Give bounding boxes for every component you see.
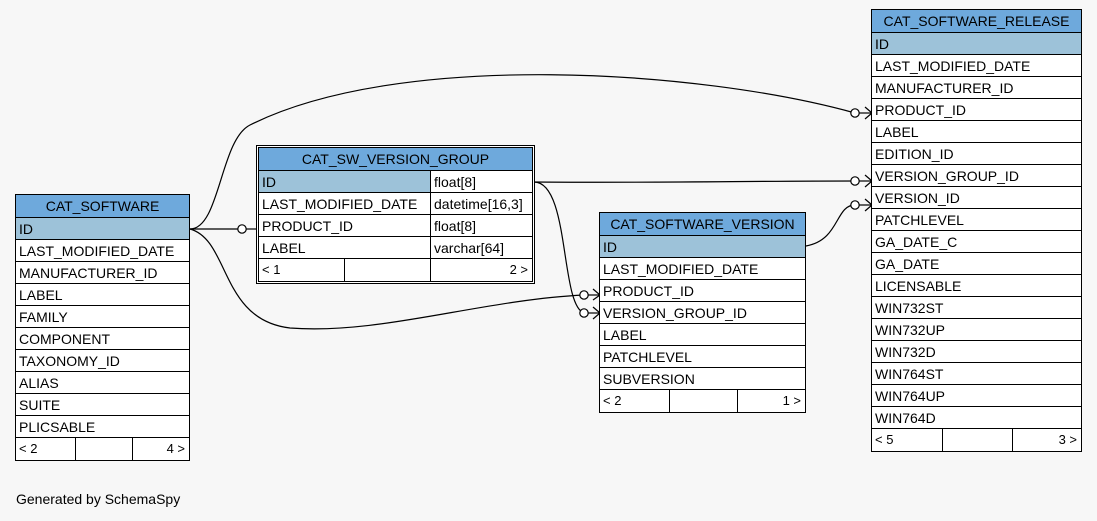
column-row[interactable]: LABEL varchar[64]	[259, 237, 532, 259]
footer-spacer	[76, 438, 133, 460]
column-name: PRODUCT_ID	[259, 215, 431, 236]
table-title[interactable]: CAT_SOFTWARE_RELEASE	[872, 10, 1081, 33]
column-type: float[8]	[434, 218, 477, 234]
table-cat-software[interactable]: CAT_SOFTWARE ID LAST_MODIFIED_DATE MANUF…	[15, 194, 190, 461]
zero-many-marker	[850, 176, 860, 186]
column-row[interactable]: PRODUCT_ID	[600, 280, 805, 302]
column-row[interactable]: LAST_MODIFIED_DATE	[872, 55, 1081, 77]
column-row[interactable]: WIN732D	[872, 341, 1081, 363]
zero-many-marker	[850, 200, 860, 210]
relation-software-to-version-product	[189, 228, 585, 330]
column-row[interactable]: ID	[872, 33, 1081, 55]
parents-count[interactable]: < 1	[259, 259, 345, 281]
table-cat-software-release[interactable]: CAT_SOFTWARE_RELEASE ID LAST_MODIFIED_DA…	[871, 9, 1082, 452]
table-footer: < 5 3 >	[872, 429, 1081, 451]
column-name: LABEL	[259, 237, 431, 258]
column-row[interactable]: VERSION_ID	[872, 187, 1081, 209]
column-row[interactable]: VERSION_GROUP_ID	[600, 302, 805, 324]
table-title[interactable]: CAT_SOFTWARE	[16, 195, 189, 218]
column-row[interactable]: LABEL	[16, 284, 189, 306]
column-row[interactable]: LAST_MODIFIED_DATE datetime[16,3]	[259, 193, 532, 215]
parents-count[interactable]: < 5	[872, 429, 943, 451]
column-row[interactable]: GA_DATE	[872, 253, 1081, 275]
relation-version-to-release-version	[805, 204, 856, 247]
children-count[interactable]: 1 >	[782, 393, 801, 408]
generator-credit: Generated by SchemaSpy	[16, 491, 181, 507]
table-title[interactable]: CAT_SOFTWARE_VERSION	[600, 213, 805, 236]
column-row[interactable]: EDITION_ID	[872, 143, 1081, 165]
column-row[interactable]: ID float[8]	[259, 171, 532, 193]
children-count[interactable]: 2 >	[509, 262, 528, 277]
zero-many-marker	[237, 224, 247, 234]
footer-spacer	[345, 259, 431, 281]
column-row[interactable]: ID	[16, 218, 189, 240]
column-row[interactable]: WIN764D	[872, 407, 1081, 429]
column-row[interactable]: PATCHLEVEL	[872, 209, 1081, 231]
table-footer: < 2 4 >	[16, 438, 189, 460]
table-title[interactable]: CAT_SW_VERSION_GROUP	[259, 148, 532, 171]
column-row[interactable]: WIN764ST	[872, 363, 1081, 385]
column-row[interactable]: FAMILY	[16, 306, 189, 328]
table-cat-sw-version-group[interactable]: CAT_SW_VERSION_GROUP ID float[8] LAST_MO…	[256, 145, 535, 284]
zero-many-marker	[579, 290, 589, 300]
column-name: ID	[259, 171, 431, 192]
column-row[interactable]: LAST_MODIFIED_DATE	[600, 258, 805, 280]
relation-group-to-version-version-group	[533, 181, 585, 314]
table-footer: < 1 2 >	[259, 259, 532, 281]
column-row[interactable]: TAXONOMY_ID	[16, 350, 189, 372]
column-row[interactable]: MANUFACTURER_ID	[872, 77, 1081, 99]
children-count[interactable]: 3 >	[1058, 432, 1077, 447]
column-row[interactable]: LABEL	[600, 324, 805, 346]
column-row[interactable]: WIN732ST	[872, 297, 1081, 319]
footer-spacer	[670, 390, 738, 412]
column-row[interactable]: PRODUCT_ID	[872, 99, 1081, 121]
column-row[interactable]: GA_DATE_C	[872, 231, 1081, 253]
column-type: varchar[64]	[434, 240, 505, 256]
column-row[interactable]: COMPONENT	[16, 328, 189, 350]
zero-many-marker	[579, 308, 589, 318]
column-name: LAST_MODIFIED_DATE	[259, 193, 431, 214]
children-count[interactable]: 4 >	[166, 441, 185, 456]
column-row[interactable]: LABEL	[872, 121, 1081, 143]
column-type: float[8]	[434, 174, 477, 190]
column-row[interactable]: VERSION_GROUP_ID	[872, 165, 1081, 187]
column-row[interactable]: PRODUCT_ID float[8]	[259, 215, 532, 237]
column-row[interactable]: SUBVERSION	[600, 368, 805, 390]
column-row[interactable]: MANUFACTURER_ID	[16, 262, 189, 284]
column-row[interactable]: LICENSABLE	[872, 275, 1081, 297]
relation-software-to-release-product	[189, 74, 856, 230]
parents-count[interactable]: < 2	[600, 390, 670, 412]
footer-spacer	[943, 429, 1013, 451]
column-row[interactable]: ID	[600, 236, 805, 258]
column-row[interactable]: LAST_MODIFIED_DATE	[16, 240, 189, 262]
column-type: datetime[16,3]	[434, 196, 523, 212]
zero-many-marker	[850, 108, 860, 118]
column-row[interactable]: PLICSABLE	[16, 416, 189, 438]
table-cat-software-version[interactable]: CAT_SOFTWARE_VERSION ID LAST_MODIFIED_DA…	[599, 212, 806, 413]
column-row[interactable]: WIN732UP	[872, 319, 1081, 341]
parents-count[interactable]: < 2	[16, 438, 76, 460]
column-row[interactable]: SUITE	[16, 394, 189, 416]
column-row[interactable]: PATCHLEVEL	[600, 346, 805, 368]
table-footer: < 2 1 >	[600, 390, 805, 412]
relation-group-to-release-version-group	[533, 180, 856, 183]
column-row[interactable]: ALIAS	[16, 372, 189, 394]
column-row[interactable]: WIN764UP	[872, 385, 1081, 407]
